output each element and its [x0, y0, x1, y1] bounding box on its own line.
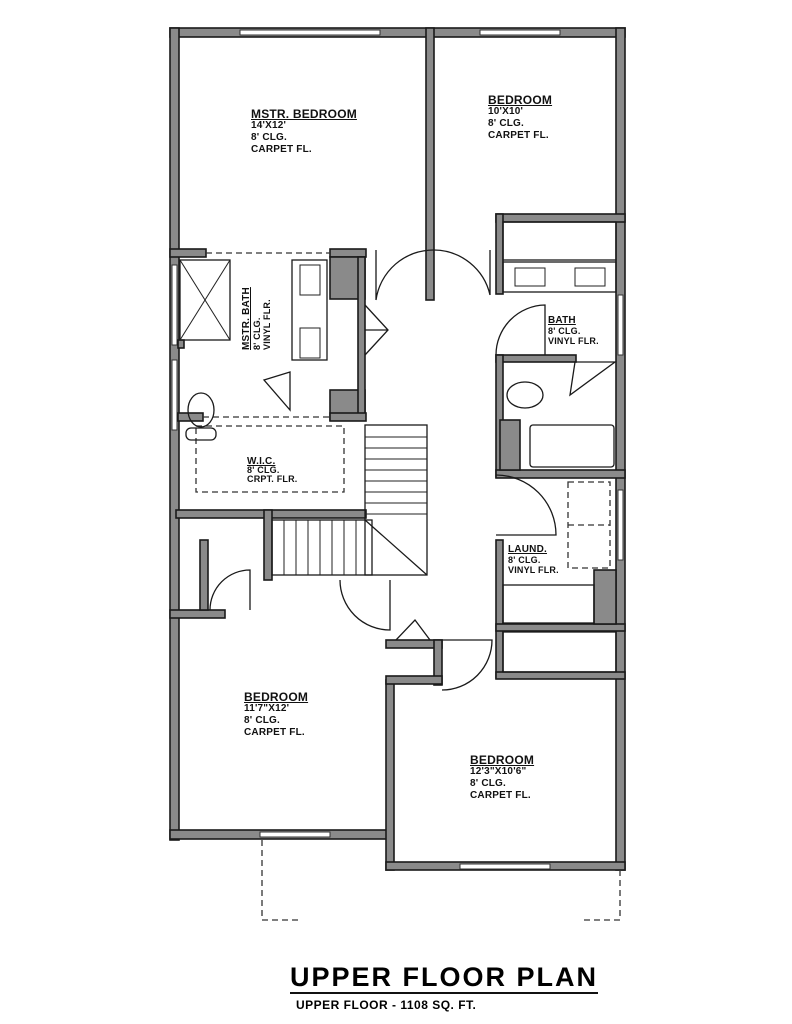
room-ceiling: 8' CLG. [251, 132, 288, 143]
room-size: 11'7"X12' [244, 703, 290, 714]
room-floor: VINYL FLR. [508, 565, 559, 575]
room-label-bedroom-se: BEDROOM 12'3"X10'6" 8' CLG. CARPET FL. [470, 754, 534, 802]
room-name: BEDROOM [470, 753, 535, 767]
room-floor: VINYL FLR. [548, 336, 599, 346]
fixtures [179, 221, 617, 673]
room-label-master-bath: MSTR. BATH 8' CLG. VINYL FLR. [241, 287, 272, 350]
room-ceiling: 8' CLG. [488, 118, 525, 129]
room-floor: CRPT. FLR. [247, 474, 298, 484]
room-floor: CARPET FL. [251, 144, 312, 155]
windows [171, 29, 624, 870]
exterior-walls [169, 27, 626, 871]
plan-subtitle: UPPER FLOOR - 1108 SQ. FT. [296, 998, 477, 1012]
room-label-bedroom-ne: BEDROOM 10'X10' 8' CLG. CARPET FL. [488, 94, 552, 142]
plan-title: UPPER FLOOR PLAN [290, 962, 599, 994]
room-ceiling: 8' CLG. [508, 555, 541, 565]
room-ceiling: 8' CLG. [548, 326, 581, 336]
room-floor: CARPET FL. [488, 130, 549, 141]
room-name: LAUND. [508, 544, 547, 555]
room-name: BATH [548, 315, 576, 326]
room-floor: CARPET FL. [470, 790, 531, 801]
room-label-laundry: LAUND. 8' CLG. VINYL FLR. [508, 544, 559, 576]
porch-posts [261, 840, 621, 921]
room-floor: CARPET FL. [244, 727, 305, 738]
room-ceiling: 8' CLG. [470, 778, 507, 789]
room-label-bedroom-sw: BEDROOM 11'7"X12' 8' CLG. CARPET FL. [244, 691, 308, 739]
room-name: BEDROOM [488, 93, 553, 107]
room-name: BEDROOM [244, 690, 309, 704]
room-name: W.I.C. [247, 456, 276, 467]
room-name: MSTR. BEDROOM [251, 107, 357, 121]
room-ceiling: 8' CLG. [247, 465, 280, 475]
room-ceiling: 8' CLG. [244, 715, 281, 726]
room-label-wic: W.I.C. 8' CLG. CRPT. FLR. [247, 457, 298, 484]
room-ceiling: 8' CLG. [252, 317, 262, 350]
door-swings [209, 249, 617, 691]
room-floor: VINYL FLR. [262, 299, 272, 350]
openings [195, 252, 611, 569]
stairs [271, 424, 428, 576]
interior-walls [169, 27, 626, 686]
room-label-master-bedroom: MSTR. BEDROOM 14'X12' 8' CLG. CARPET FL. [251, 108, 357, 156]
room-size: 14'X12' [251, 120, 287, 131]
room-size: 12'3"X10'6" [470, 766, 527, 777]
room-size: 10'X10' [488, 106, 524, 117]
room-name: MSTR. BATH [241, 287, 252, 350]
room-label-bath: BATH 8' CLG. VINYL FLR. [548, 315, 599, 347]
